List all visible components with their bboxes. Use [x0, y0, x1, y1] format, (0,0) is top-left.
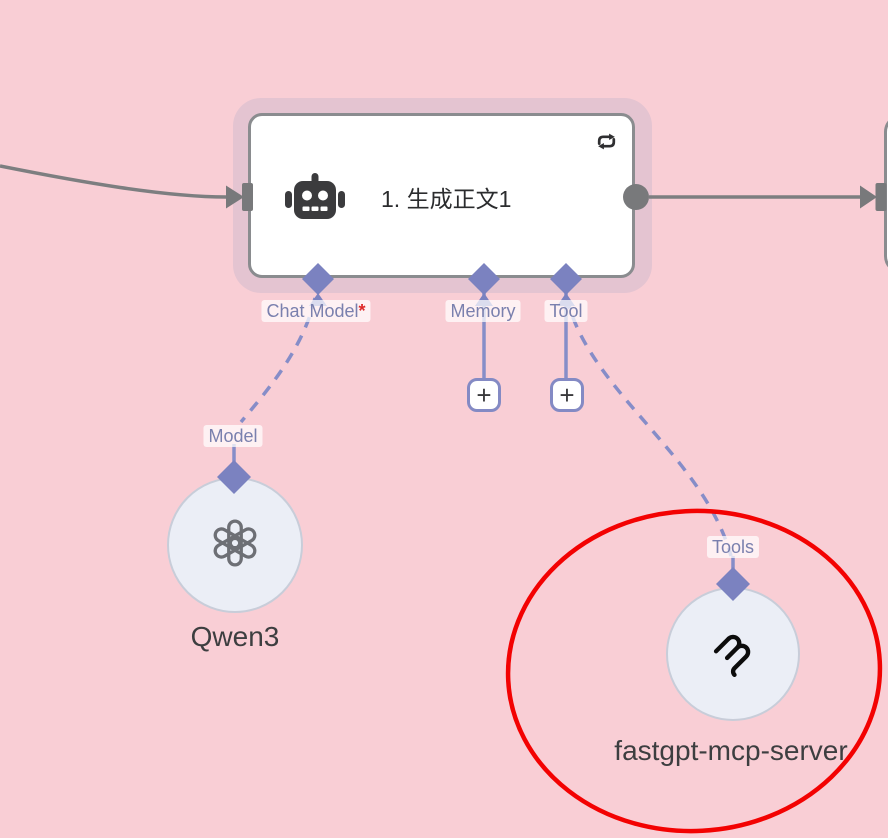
chat-model-port-label: Chat Model* — [261, 300, 371, 322]
add-tool-button[interactable]: + — [550, 378, 584, 412]
openai-logo-icon — [210, 518, 260, 573]
sub-node-mcp-server[interactable] — [666, 587, 800, 721]
outgoing-edge[interactable] — [623, 183, 887, 211]
required-marker: * — [358, 301, 366, 321]
memory-port-label: Memory — [445, 300, 521, 322]
qwen3-label: Qwen3 — [190, 621, 280, 652]
input-arrow-icon — [860, 185, 877, 209]
mcp-logo-icon — [708, 627, 758, 682]
tools-port-label: Tools — [706, 536, 760, 558]
agent-node[interactable]: 1. 生成正文1 — [248, 113, 635, 278]
node-title: 1. 生成正文1 — [381, 186, 512, 212]
add-memory-button[interactable]: + — [467, 378, 501, 412]
model-port-label: Model — [203, 425, 263, 447]
repeat-cycle-icon — [594, 129, 619, 154]
tool-port-label: Tool — [544, 300, 588, 322]
robot-icon — [283, 172, 347, 228]
next-node-partial[interactable] — [884, 114, 888, 274]
mcp-server-label: fastgpt-mcp-server — [614, 735, 848, 766]
incoming-edge[interactable] — [0, 164, 253, 211]
tool-connection[interactable] — [565, 297, 733, 557]
sub-node-qwen3[interactable] — [167, 477, 303, 613]
